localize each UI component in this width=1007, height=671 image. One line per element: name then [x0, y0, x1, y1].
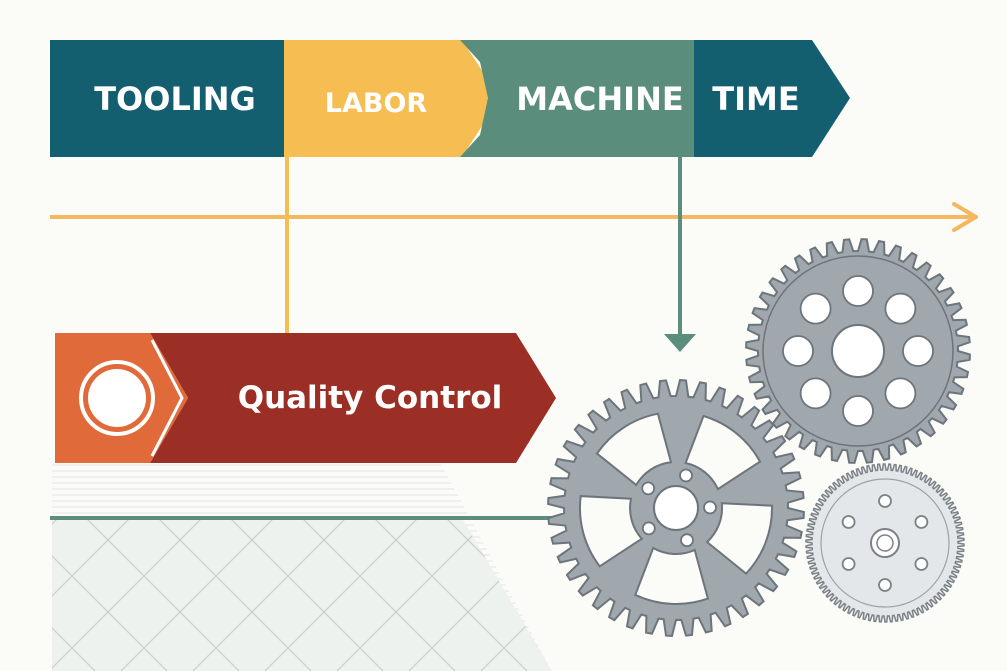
- gear-hole: [914, 557, 929, 571]
- gear-hole: [679, 468, 693, 483]
- gear-hole: [878, 578, 892, 592]
- gear-icon: [805, 463, 965, 623]
- gear-hole: [641, 521, 656, 536]
- gear-hole: [703, 500, 717, 515]
- stage-machine-label: MACHINE: [516, 80, 683, 118]
- gear-hole: [914, 515, 929, 529]
- gear-hole: [884, 377, 917, 410]
- gear-hole: [884, 292, 917, 325]
- machine-connector: [664, 150, 696, 352]
- background-texture: [52, 462, 552, 671]
- stage-machine: MACHINE: [460, 40, 700, 157]
- stage-tooling: TOOLING: [50, 40, 290, 157]
- gears: [547, 238, 971, 637]
- cost-stages-bar: TOOLING LABOR MACHINE TIME: [50, 40, 850, 157]
- gear-hole: [680, 533, 694, 548]
- circle-icon: [79, 360, 155, 436]
- stage-tooling-label: TOOLING: [94, 80, 256, 118]
- stage-time-label: TIME: [712, 80, 799, 118]
- gear-hole: [902, 335, 934, 367]
- gear-icon: [745, 238, 971, 464]
- quality-control-label: Quality Control: [238, 380, 503, 416]
- gear-hole: [842, 275, 874, 307]
- gear-hole: [799, 377, 832, 410]
- gear-hole: [878, 494, 892, 508]
- timeline-axis: [50, 202, 978, 232]
- gear-hole: [641, 481, 656, 496]
- gear-hole: [799, 292, 832, 325]
- gear-hole: [842, 395, 874, 427]
- gear-hole: [782, 335, 814, 367]
- stage-labor-label: LABOR: [325, 88, 428, 119]
- stage-time: TIME: [694, 40, 850, 157]
- quality-control-banner: Quality Control: [55, 333, 556, 463]
- gear-hole: [841, 515, 856, 529]
- gear-icon: [547, 379, 805, 637]
- gear-hole: [841, 557, 856, 571]
- stage-labor: LABOR: [284, 40, 500, 157]
